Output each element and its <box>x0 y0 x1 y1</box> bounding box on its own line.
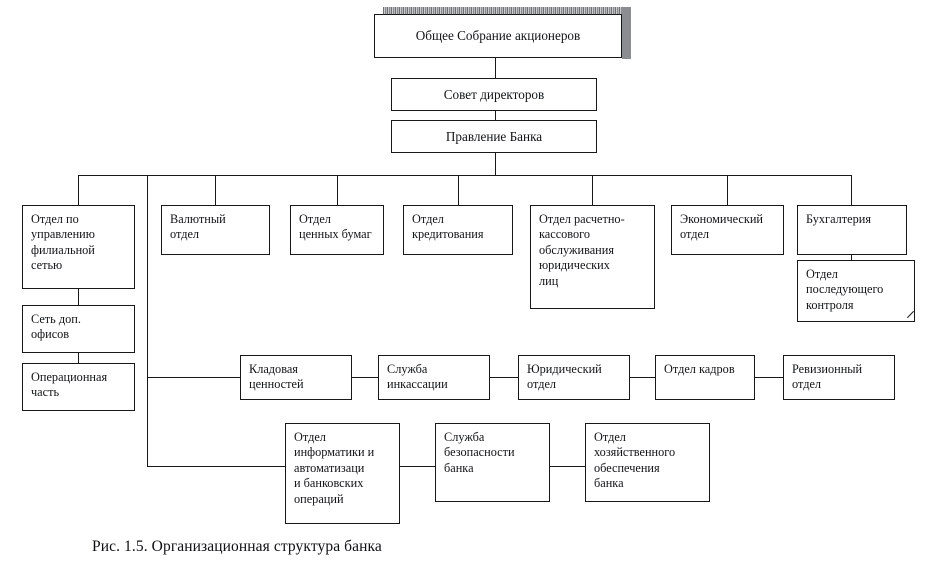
node-valuables-storage[interactable]: Кладовая ценностей <box>240 355 352 400</box>
edge-board-to-management <box>495 111 496 120</box>
node-collection-service[interactable]: Служба инкассации <box>378 355 490 400</box>
drop-to-economic-dept <box>727 175 728 205</box>
node-board-of-directors[interactable]: Совет директоров <box>391 78 597 111</box>
node-additional-offices-network[interactable]: Сеть доп. офисов <box>22 305 135 353</box>
top-node-shadow-right <box>622 7 631 59</box>
drop-to-accounting-dept <box>851 175 852 205</box>
drop-to-branch-network-dept <box>78 175 79 205</box>
node-legal-dept[interactable]: Юридический отдел <box>518 355 630 400</box>
node-bank-security-service[interactable]: Служба безопасности банка <box>435 423 550 502</box>
figure-caption: Рис. 1.5. Организационная структура банк… <box>92 538 382 555</box>
drop-to-currency-dept <box>215 175 216 205</box>
drop-to-settlement-cash-dept <box>592 175 593 205</box>
drop-to-lending-dept <box>458 175 459 205</box>
node-currency-dept[interactable]: Валютный отдел <box>161 205 270 255</box>
edge-collection-to-legal <box>490 377 518 378</box>
edge-meeting-to-board <box>495 58 496 78</box>
left-spine-branch-to-row4 <box>147 466 285 467</box>
edge-it-to-security <box>400 466 435 467</box>
edge-legal-to-hr <box>630 377 655 378</box>
node-securities-dept[interactable]: Отдел ценных бумаг <box>290 205 384 255</box>
edge-offices-to-operations <box>78 353 79 363</box>
node-branch-network-dept[interactable]: Отдел по управлению филиальной сетью <box>22 205 135 289</box>
left-spine-vertical <box>147 175 148 466</box>
node-audit-dept[interactable]: Ревизионный отдел <box>783 355 895 400</box>
top-node-shadow-top <box>383 7 631 15</box>
node-lending-dept[interactable]: Отдел кредитования <box>403 205 513 255</box>
edge-management-to-bus <box>495 153 496 175</box>
edge-hr-to-audit <box>755 377 783 378</box>
left-spine-branch-to-row3 <box>147 377 240 378</box>
node-bank-management[interactable]: Правление Банка <box>391 120 597 153</box>
drop-to-securities-dept <box>337 175 338 205</box>
edge-valuables-to-collection <box>352 377 378 378</box>
level4-distribution-bus <box>78 175 851 176</box>
node-shareholders-meeting[interactable]: Общее Собрание акционеров <box>374 14 622 58</box>
node-facilities-dept[interactable]: Отдел хозяйственного обеспечения банка <box>585 423 710 502</box>
node-economic-dept[interactable]: Экономический отдел <box>671 205 784 255</box>
node-operations-unit[interactable]: Операционная часть <box>22 363 135 411</box>
edge-security-to-facilities <box>550 466 585 467</box>
edge-accounting-to-followup <box>851 255 852 260</box>
edge-branch-network-to-offices <box>78 289 79 305</box>
node-settlement-cash-dept[interactable]: Отдел расчетно- кассового обслуживания ю… <box>530 205 655 309</box>
node-accounting-dept[interactable]: Бухгалтерия <box>797 205 907 255</box>
node-it-automation-dept[interactable]: Отдел информатики и автоматизаци и банко… <box>285 423 400 524</box>
node-hr-dept[interactable]: Отдел кадров <box>655 355 755 400</box>
node-followup-control-dept[interactable]: Отдел последующего контроля <box>797 260 915 322</box>
